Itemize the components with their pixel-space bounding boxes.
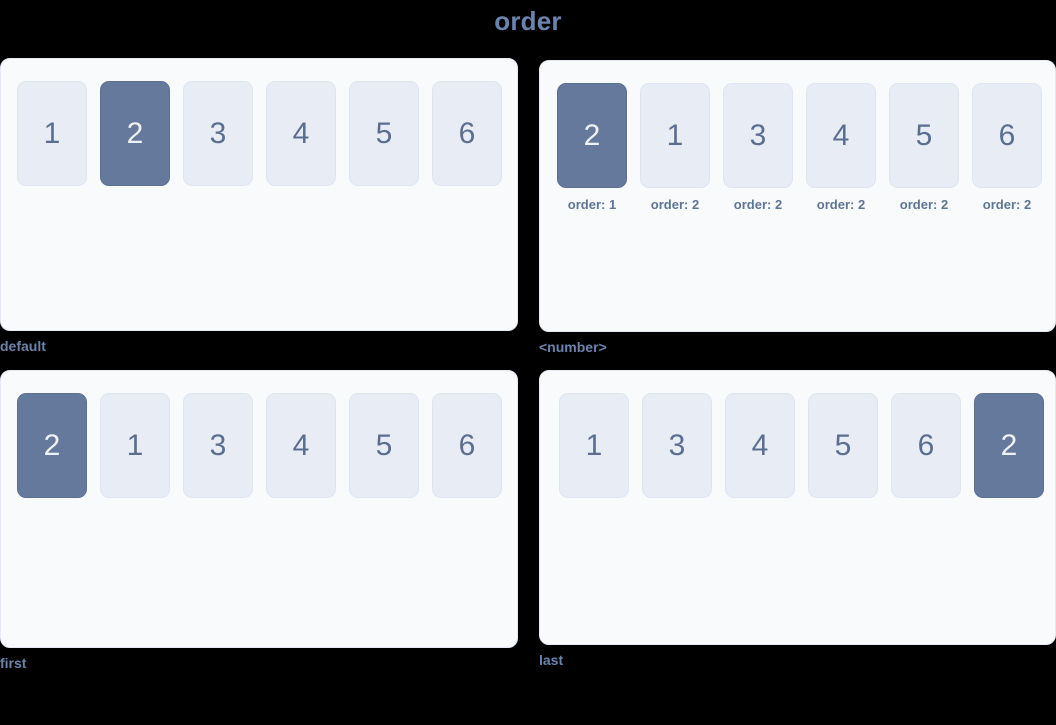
flex-item-cell: 2: [974, 393, 1044, 498]
panel-caption-number: <number>: [539, 339, 607, 355]
flex-item-box[interactable]: 3: [642, 393, 712, 498]
flex-item-cell: 6 order: 2: [972, 83, 1042, 212]
flex-item-box[interactable]: 1: [100, 393, 170, 498]
flex-item-cell: 1: [559, 393, 629, 498]
flex-item-cell: 2: [100, 81, 170, 186]
flex-item-cell: 3: [183, 393, 253, 498]
flex-item-box[interactable]: 1: [17, 81, 87, 186]
flex-item-box[interactable]: 5: [349, 81, 419, 186]
flex-item-box[interactable]: 4: [725, 393, 795, 498]
flex-item-box[interactable]: 1: [559, 393, 629, 498]
flex-item-cell: 1: [100, 393, 170, 498]
page-title: order: [494, 6, 562, 36]
flex-item-box[interactable]: 6: [432, 393, 502, 498]
flex-item-cell: 4: [266, 81, 336, 186]
flex-item-box-active[interactable]: 2: [17, 393, 87, 498]
panel-group-number: 2 order: 1 1 order: 2 3 order: 2 4 order: 2 5 ord…: [539, 60, 1056, 356]
flex-item-box[interactable]: 3: [723, 83, 793, 188]
panel-caption-default: default: [0, 338, 46, 354]
flex-item-box[interactable]: 6: [891, 393, 961, 498]
flex-item-cell: 3 order: 2: [723, 83, 793, 212]
flex-item-box-active[interactable]: 2: [100, 81, 170, 186]
flex-item-cell: 1 order: 2: [640, 83, 710, 212]
flex-item-cell: 5: [808, 393, 878, 498]
order-label: order: 2: [650, 197, 700, 212]
flex-item-box[interactable]: 4: [806, 83, 876, 188]
flex-item-cell: 5: [349, 81, 419, 186]
flex-item-cell: 1: [17, 81, 87, 186]
flex-item-cell: 6: [432, 81, 502, 186]
flex-item-cell: 5: [349, 393, 419, 498]
flex-item-box[interactable]: 5: [808, 393, 878, 498]
flex-item-cell: 6: [432, 393, 502, 498]
order-label: order: 1: [567, 197, 617, 212]
order-label: order: 2: [816, 197, 866, 212]
flex-item-cell: 2 order: 1: [557, 83, 627, 212]
flex-item-cell: 6: [891, 393, 961, 498]
flex-item-box[interactable]: 5: [889, 83, 959, 188]
flex-item-box-active[interactable]: 2: [557, 83, 627, 188]
flex-item-box[interactable]: 6: [432, 81, 502, 186]
flex-item-box[interactable]: 4: [266, 393, 336, 498]
flex-item-box-active[interactable]: 2: [974, 393, 1044, 498]
flex-item-box[interactable]: 1: [640, 83, 710, 188]
flex-item-box[interactable]: 5: [349, 393, 419, 498]
panel-caption-last: last: [539, 652, 564, 668]
flex-item-cell: 4 order: 2: [806, 83, 876, 212]
flex-item-cell: 5 order: 2: [889, 83, 959, 212]
flex-item-cell: 3: [183, 81, 253, 186]
flex-item-box[interactable]: 6: [972, 83, 1042, 188]
flex-item-box[interactable]: 4: [266, 81, 336, 186]
panel-caption-first: first: [0, 655, 27, 671]
flex-row: 2 order: 1 1 order: 2 3 order: 2 4 order: 2 5 ord…: [557, 83, 1055, 212]
order-label: order: 2: [733, 197, 783, 212]
flex-item-cell: 4: [725, 393, 795, 498]
flex-item-cell: 4: [266, 393, 336, 498]
flex-item-box[interactable]: 3: [183, 81, 253, 186]
flex-item-cell: 3: [642, 393, 712, 498]
flex-container-number: 2 order: 1 1 order: 2 3 order: 2 4 order: 2 5 ord…: [539, 60, 1056, 332]
order-label: order: 2: [982, 197, 1032, 212]
flex-item-cell: 2: [17, 393, 87, 498]
order-label: order: 2: [899, 197, 949, 212]
flex-item-box[interactable]: 3: [183, 393, 253, 498]
